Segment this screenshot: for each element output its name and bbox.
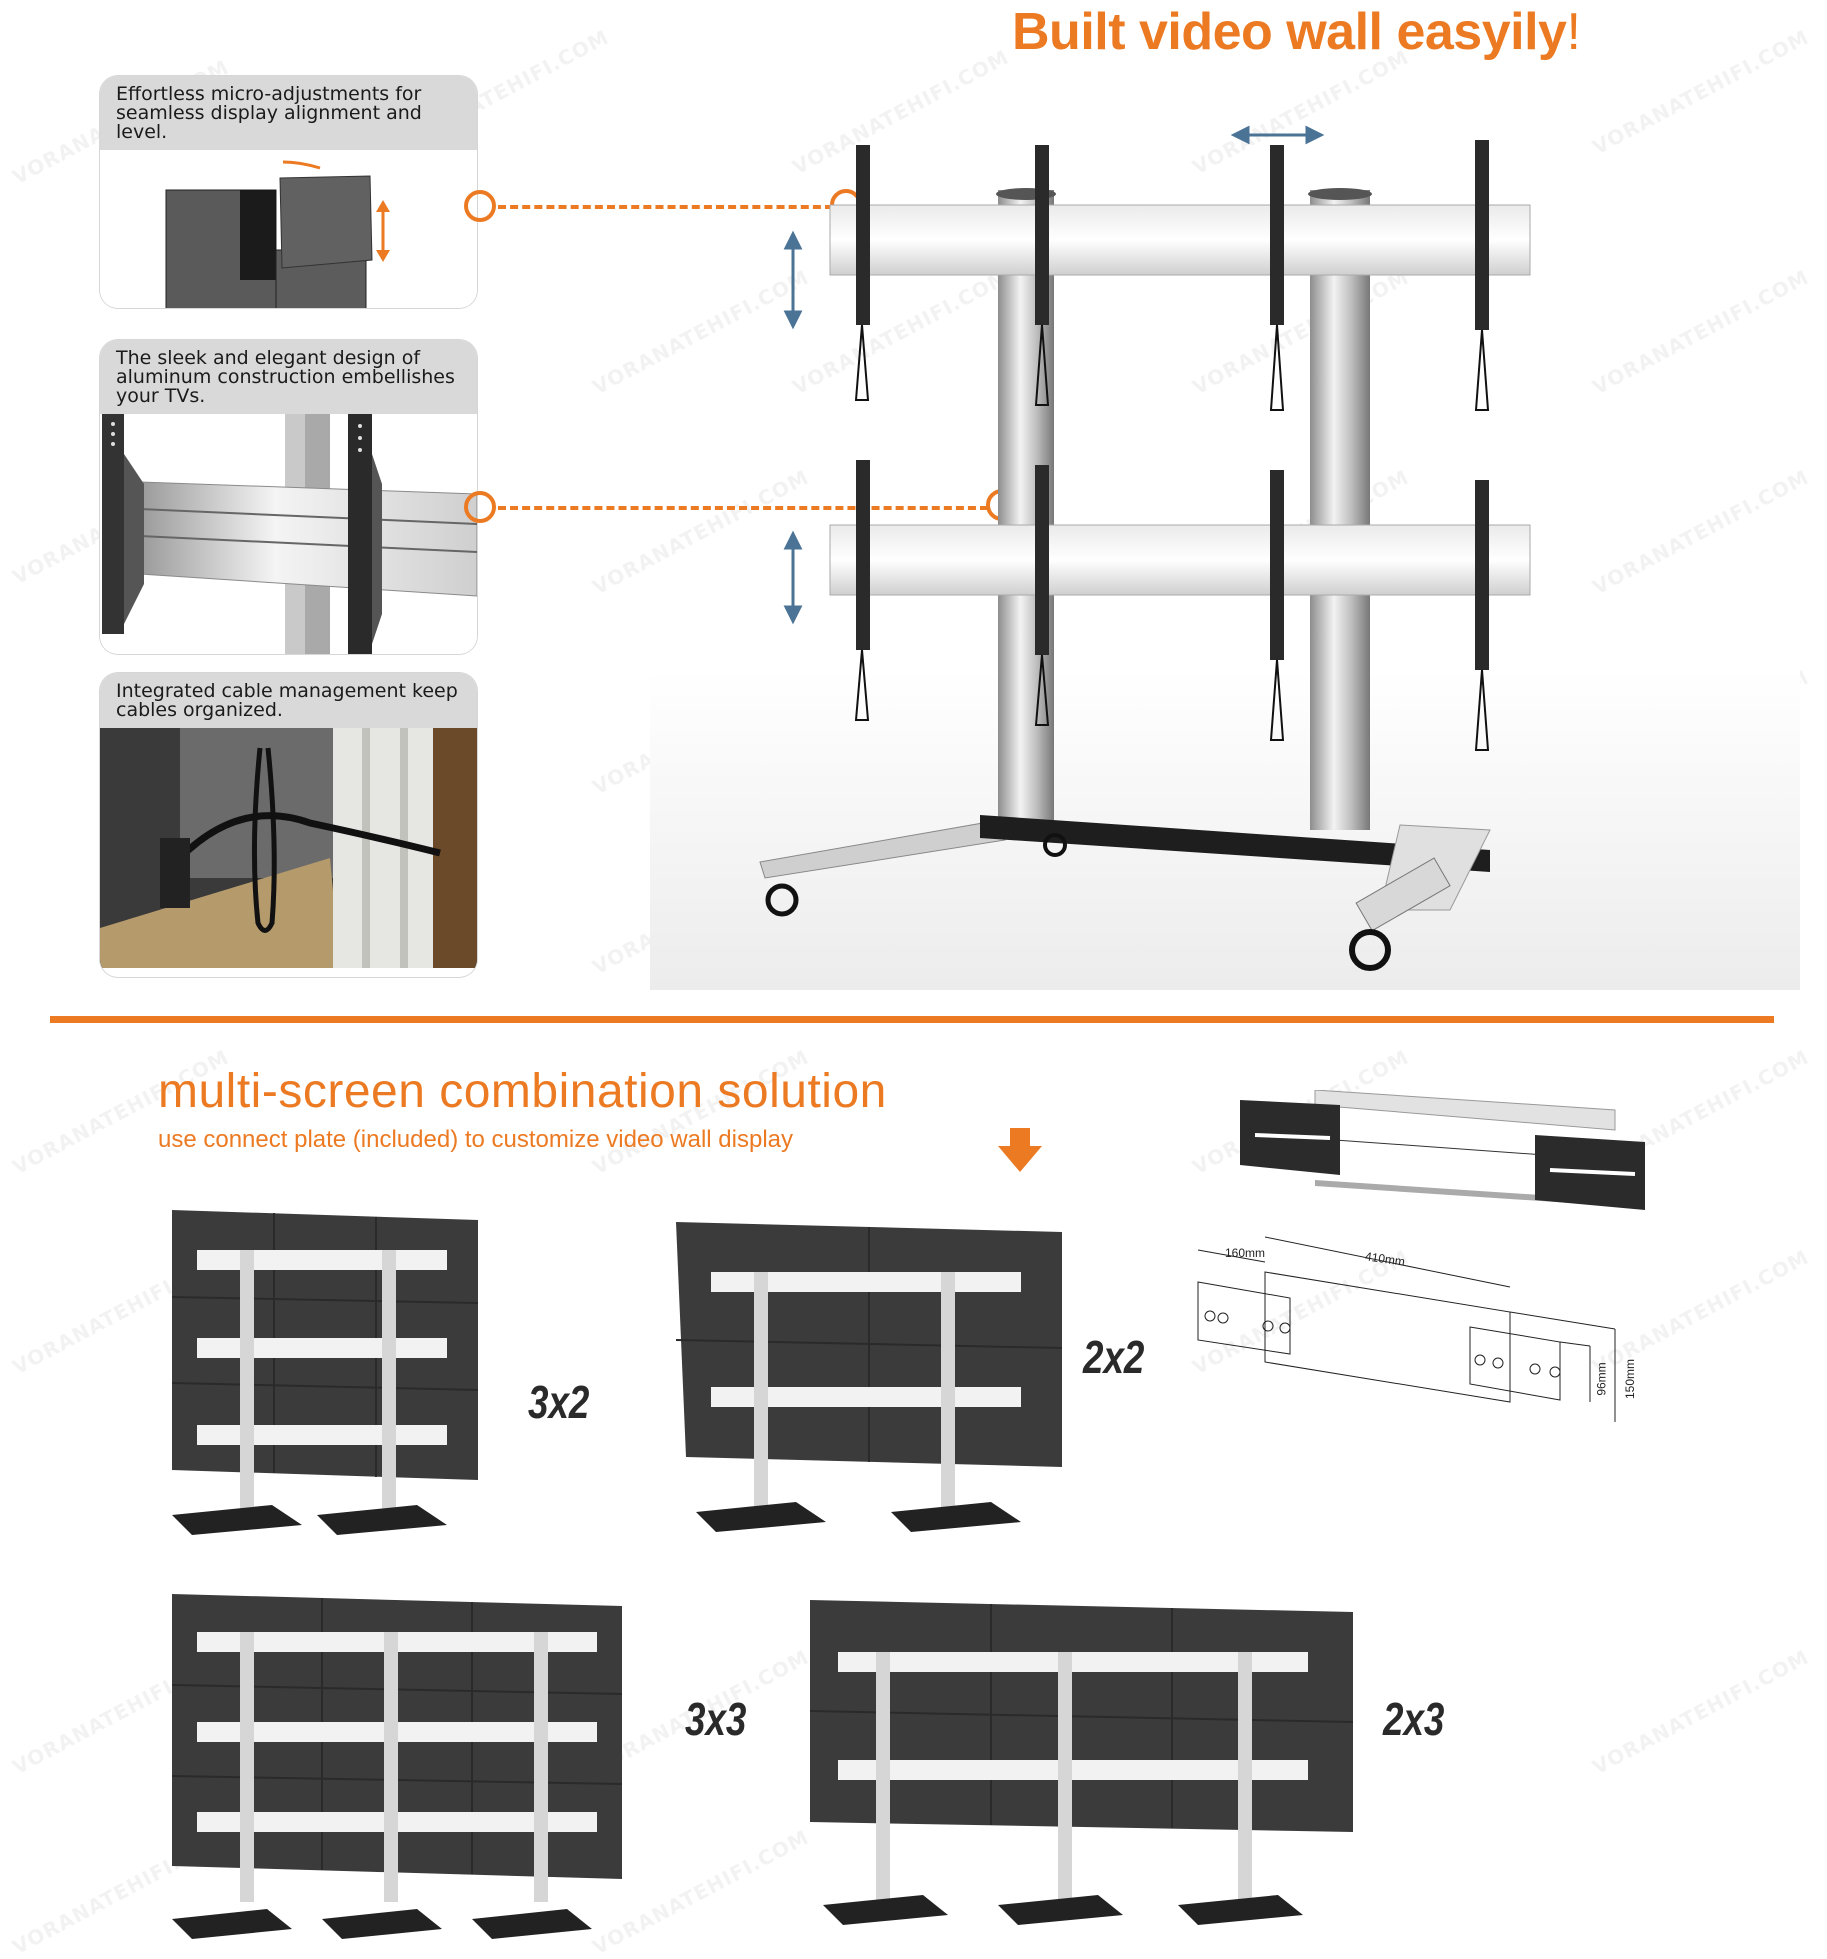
- config-3x2-image: [171, 1210, 612, 1540]
- page-title: Built video wall easyily!: [1012, 2, 1581, 62]
- title-exclamation: !: [1566, 3, 1581, 61]
- dim-inner-height: 96mm: [1594, 1362, 1609, 1396]
- feature-card-micro-adjust: Effortless micro-adjustments for seamles…: [100, 76, 477, 308]
- callout-line-bottom: [498, 506, 988, 510]
- connect-plate-diagram: 160mm 410mm 96mm 150mm: [1190, 1232, 1650, 1427]
- callout-ring-left-bottom: [464, 491, 496, 523]
- config-2x3-image: [808, 1600, 1368, 1940]
- feature-card-cable: Integrated cable management keep cables …: [100, 673, 477, 977]
- callout-line-top: [498, 205, 833, 209]
- feature-caption: Effortless micro-adjustments for seamles…: [100, 76, 477, 150]
- config-label-3x3: 3x3: [685, 1693, 747, 1745]
- feature-caption: Integrated cable management keep cables …: [100, 673, 477, 728]
- config-label-2x3: 2x3: [1383, 1693, 1445, 1745]
- dim-offset: 160mm: [1225, 1246, 1266, 1260]
- section-title: multi-screen combination solution: [158, 1065, 887, 1118]
- title-text: Built video wall easyily: [1012, 3, 1567, 61]
- feature-card-aluminum: The sleek and elegant design of aluminum…: [100, 340, 477, 654]
- aluminum-rail-closeup: [100, 414, 477, 654]
- config-2x2-image: [675, 1222, 1076, 1542]
- config-label-3x2: 3x2: [528, 1376, 590, 1428]
- section-subtitle: use connect plate (included) to customiz…: [158, 1126, 794, 1153]
- micro-adjustment-illustration: [100, 150, 477, 308]
- callout-ring-left-top: [464, 190, 496, 222]
- config-3x3-image: [171, 1594, 662, 1944]
- section-divider: [50, 1016, 1774, 1023]
- dim-outer-height: 150mm: [1623, 1358, 1638, 1400]
- connect-plate-render: [1235, 1089, 1655, 1220]
- cable-management-photo: [100, 728, 477, 968]
- hero-product-image: [650, 110, 1800, 990]
- arrow-down-icon: [998, 1128, 1042, 1176]
- config-label-2x2: 2x2: [1083, 1331, 1145, 1383]
- feature-caption: The sleek and elegant design of aluminum…: [100, 340, 477, 414]
